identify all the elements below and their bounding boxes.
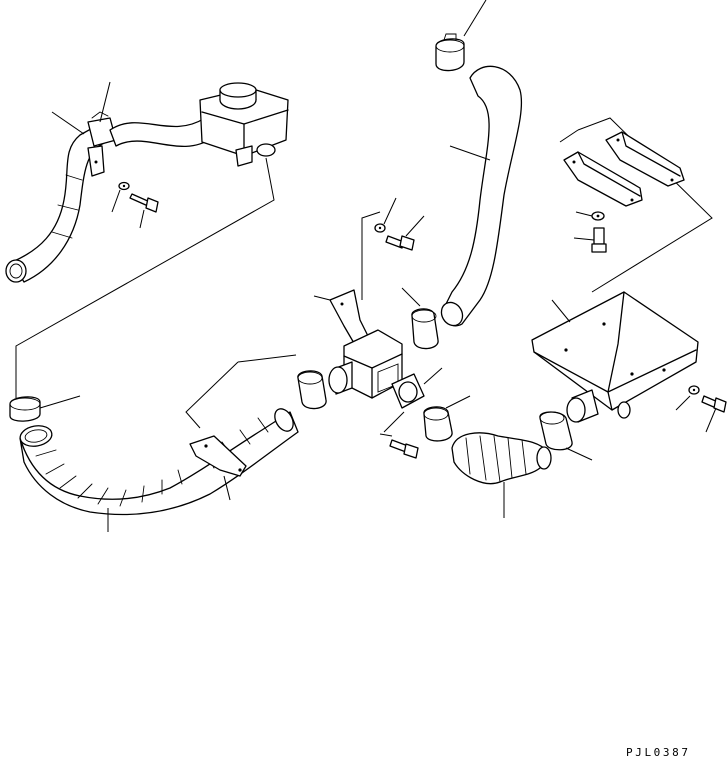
right-tray-housing	[531, 291, 727, 433]
upper-left-hose-end	[5, 259, 27, 283]
upper-right-bolt	[593, 227, 605, 245]
upper-right-brackets	[563, 131, 685, 253]
lower-hose-bracket	[189, 435, 247, 477]
lower-left-clamp	[9, 396, 41, 422]
center-top-bolt	[385, 235, 405, 249]
top-hose	[442, 65, 523, 327]
lower-left-hose	[19, 411, 299, 516]
lower-right-end-clamp	[297, 370, 327, 410]
center-clamp-lower	[423, 406, 453, 442]
bottom-center-clamp	[539, 411, 573, 451]
center-clamp-upper	[411, 308, 439, 350]
lower-left-hose-assembly	[9, 370, 327, 532]
right-tray	[531, 291, 699, 411]
top-hose-clamp	[435, 38, 465, 72]
bottom-center-hose	[451, 432, 549, 485]
top-hose-assembly	[435, 0, 523, 327]
drawing-code-label: PJL0387	[626, 746, 691, 759]
center-junction-assembly	[313, 197, 471, 459]
bottom-center-hose-assembly	[451, 411, 593, 518]
upper-left-duct-assembly	[5, 81, 289, 283]
